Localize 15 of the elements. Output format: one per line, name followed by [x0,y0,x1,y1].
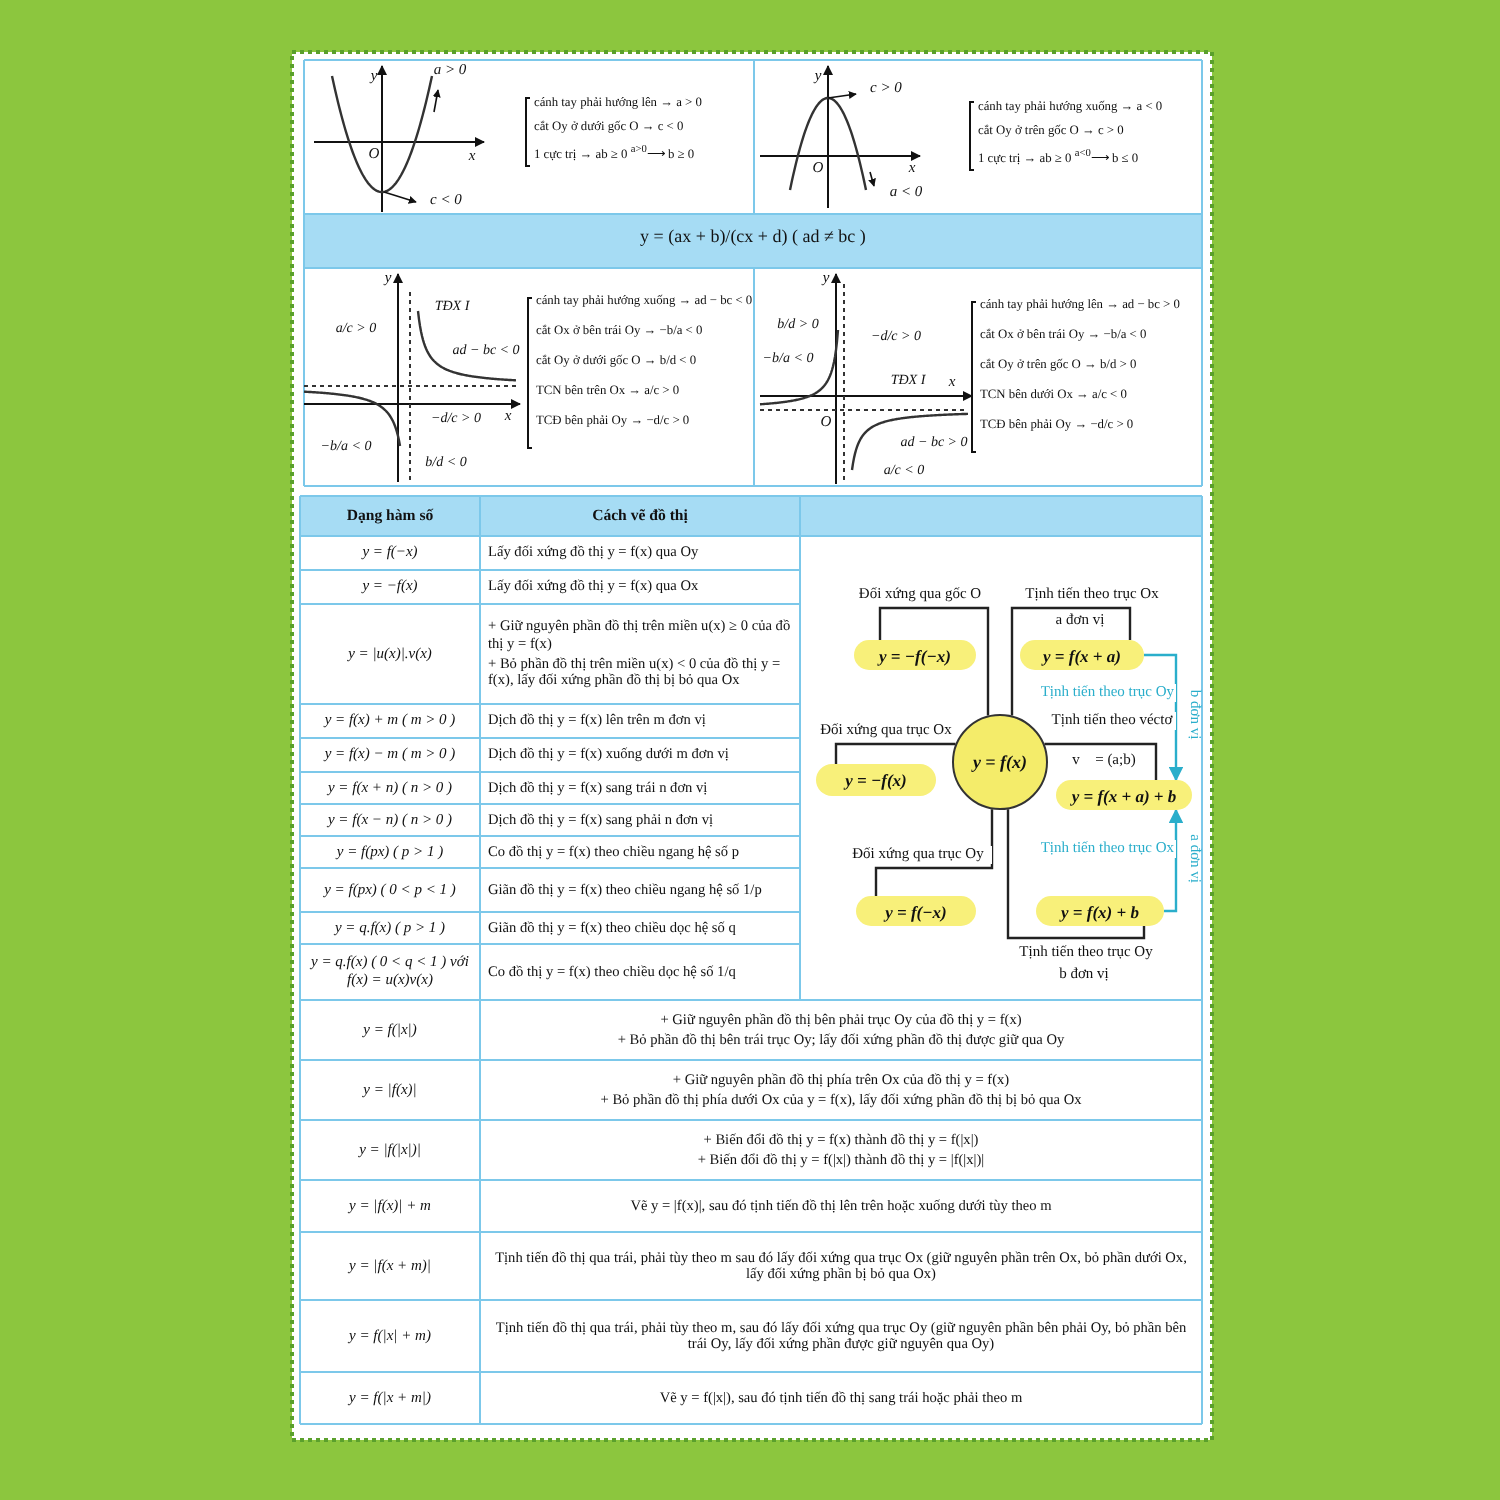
connector-line [878,606,990,716]
connector-line [1006,809,1146,940]
connector-line [834,742,956,764]
formula-pill: y = −f(x) [816,764,936,796]
formula-pill: y = −f(−x) [854,640,976,670]
arrow [1164,808,1184,913]
formula-pill: y = f(−x) [856,896,976,926]
formula-pill: y = f(x + a) [1020,640,1144,670]
connector-line [1010,606,1132,716]
connector-line [874,809,994,896]
function-formula: y = (ax + b)/(cx + d) ( ad ≠ bc ) [640,226,866,247]
connector-line [1044,742,1158,780]
formula-pill: y = f(x) + b [1036,896,1164,926]
arrow [1144,653,1184,782]
formula-pill: y = f(x + a) + b [1056,780,1192,810]
